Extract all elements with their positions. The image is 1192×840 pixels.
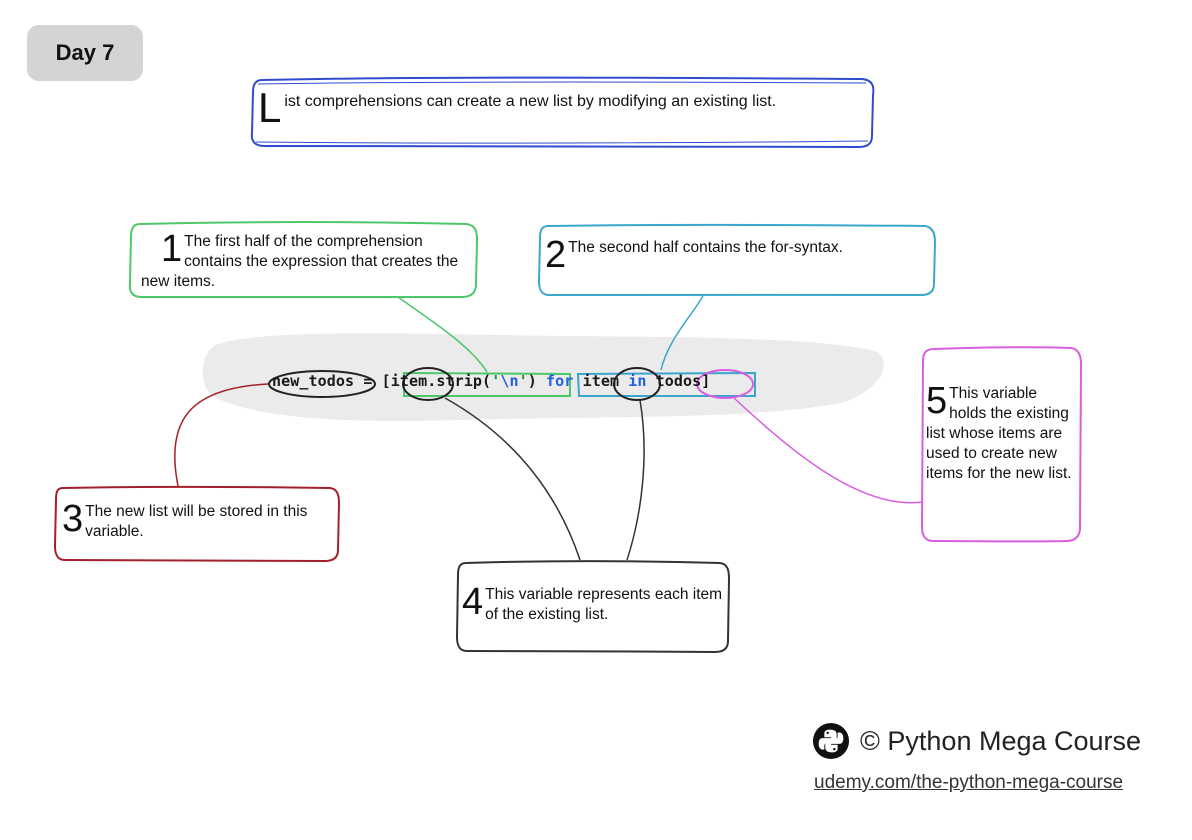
connector-4a [444,397,581,561]
callout-1-text: The first half of the comprehension cont… [141,233,459,290]
code-for-syntax-highlight [576,371,756,397]
code-newline-escape: \n [500,372,519,390]
code-open-bracket: [ [381,372,391,390]
callout-2-number: 2 [545,234,567,276]
callout-5-text: This variable holds the existing list wh… [926,385,1072,482]
code-highlight-background [202,333,884,421]
footer-brand: © Python Mega Course [812,722,1141,760]
code-quote-close: ' [518,372,528,390]
connector-3 [174,383,269,487]
code-quote-open: ' [491,372,501,390]
code-close-paren: ) [527,372,537,390]
callout-1-number: 1 [161,228,183,270]
day-badge-label: Day 7 [55,40,115,65]
callout-2-border [537,223,937,297]
intro-box-border [250,76,875,149]
todos-ellipse [696,369,754,399]
code-assign: = [354,372,382,390]
callout-4-text: This variable represents each item of th… [485,586,723,623]
code-item-expression: item [390,372,428,390]
callout-5-border [920,346,1083,543]
code-strip-method: .strip( [427,372,492,390]
day-badge: Day 7 [27,25,143,81]
callout-4-number: 4 [462,581,484,623]
python-logo-icon [812,722,850,760]
connector-2 [660,295,704,371]
callout-5-number: 5 [926,380,948,422]
callout-3-text: The new list will be stored in this vari… [85,503,308,540]
new-todos-ellipse [268,370,376,398]
code-item-loop: item [582,372,620,390]
callout-3-border [53,485,341,563]
course-link[interactable]: udemy.com/the-python-mega-course [814,772,1124,793]
item-loop-ellipse [613,367,661,401]
code-keyword-in: in [628,372,647,390]
code-line: new_todos = [item.strip('\n') for item i… [272,372,710,390]
callout-4-border [455,560,731,654]
callout-2-text: The second half contains the for-syntax. [568,239,843,256]
code-var-new-todos: new_todos [272,372,355,390]
item-expression-ellipse [402,367,454,401]
callout-3-number: 3 [62,498,84,540]
intro-body: ist comprehensions can create a new list… [284,93,777,110]
code-close-bracket: ] [701,372,711,390]
connector-4b [626,399,645,561]
code-keyword-for: for [546,372,574,390]
code-iterable-todos: todos [655,372,702,390]
connector-5 [733,397,923,504]
connector-1 [397,296,488,373]
callout-1-border [128,221,479,299]
intro-drop-cap: L [258,84,282,131]
footer-brand-text: © Python Mega Course [860,725,1142,756]
intro-box-border-shadow [255,81,869,144]
